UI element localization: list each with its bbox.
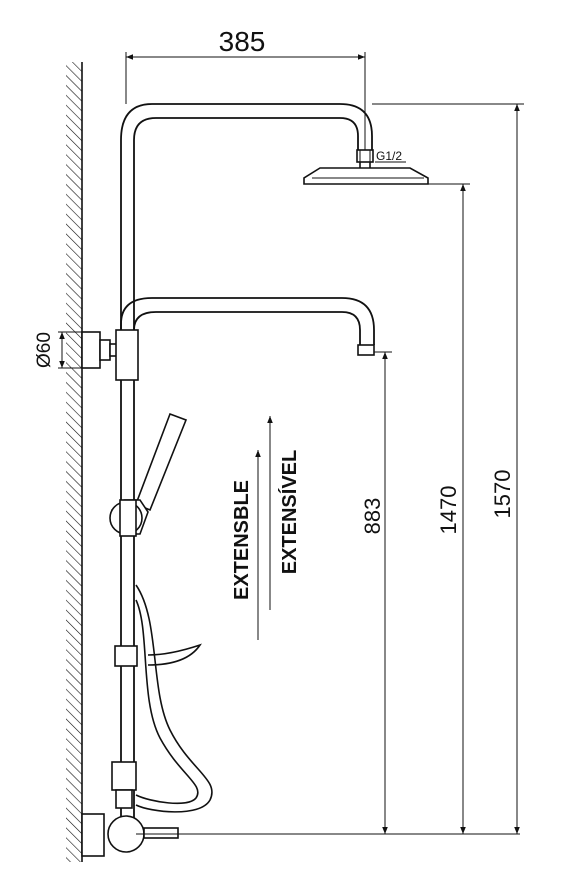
shower-column-pipe xyxy=(120,140,135,820)
connection-label: G1/2 xyxy=(376,149,402,163)
label-extensible-es: EXTENSBLE xyxy=(231,480,253,600)
width-label: 385 xyxy=(219,26,266,57)
width-dimension: 385 xyxy=(125,26,366,150)
hose-clamp xyxy=(114,645,138,667)
mixer-valve xyxy=(81,761,179,857)
shower-hose xyxy=(135,584,213,813)
extensible-indicator: EXTENSBLE EXTENSÍVEL xyxy=(231,416,301,640)
height-total-dimension: 1570 xyxy=(372,103,524,834)
hand-shower xyxy=(109,412,188,537)
connection-label-group: G1/2 xyxy=(375,149,406,163)
diameter-label: Ø60 xyxy=(34,332,55,368)
label-extensible-pt: EXTENSÍVEL xyxy=(278,450,301,574)
height-head-dimension: 1470 xyxy=(428,183,470,834)
diameter-dimension: Ø60 xyxy=(34,331,82,369)
wall-bracket xyxy=(81,329,139,381)
height-total-label: 1570 xyxy=(490,470,515,519)
height-hand-arm-label: 883 xyxy=(360,498,385,535)
height-hand-arm-dimension: 883 xyxy=(360,351,392,834)
shower-head xyxy=(303,162,429,185)
diverter-arm xyxy=(120,297,375,356)
height-head-label: 1470 xyxy=(436,486,461,535)
top-shower-arm xyxy=(120,103,374,163)
wall xyxy=(66,62,83,862)
